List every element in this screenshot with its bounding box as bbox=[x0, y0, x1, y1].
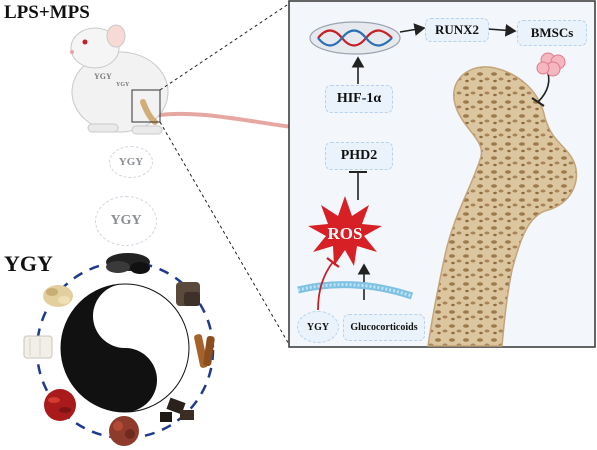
node-hif-1a: HIF-1α bbox=[325, 85, 393, 113]
mouse-eye bbox=[82, 39, 88, 45]
herb-red-dried-granules bbox=[109, 416, 139, 446]
herb-cinnamon-bark-sticks bbox=[194, 334, 215, 368]
dna-capsule bbox=[309, 21, 401, 55]
mouse-label-2: YGY bbox=[116, 82, 130, 88]
herb-dark-dried-blocks bbox=[160, 397, 194, 422]
mouse-body bbox=[71, 51, 169, 133]
arrow-dna-runx bbox=[399, 23, 426, 36]
arrow-runx-bmsc bbox=[487, 23, 517, 37]
group-title-lps-mps: LPS+MPS bbox=[4, 2, 90, 23]
node-phd2: PHD2 bbox=[325, 142, 393, 170]
mouse-nose bbox=[70, 50, 74, 54]
cell-membrane bbox=[297, 281, 414, 300]
mouse-illustration bbox=[70, 24, 343, 135]
node-bmscs: BMSCs bbox=[517, 20, 587, 46]
herb-goji-berries bbox=[44, 389, 76, 421]
node-ygy: YGY bbox=[297, 311, 339, 343]
node-ros: ROS bbox=[327, 224, 363, 243]
ros-burst bbox=[308, 196, 382, 266]
yin-yang bbox=[35, 260, 215, 440]
mouse-femur bbox=[140, 99, 158, 125]
ygy-circle-large: YGY bbox=[95, 196, 157, 246]
node-runx2: RUNX2 bbox=[425, 18, 489, 42]
node-glucocorticoids: Glucocorticoids bbox=[343, 314, 425, 341]
zoom-box bbox=[131, 89, 161, 123]
herb-white-root-slices bbox=[23, 335, 53, 359]
zoom-line-bottom bbox=[159, 121, 291, 347]
herb-brown-root-pieces bbox=[176, 282, 200, 306]
femur-bone bbox=[427, 66, 578, 347]
zoom-line-top bbox=[159, 2, 291, 91]
herb-dark-root-slices bbox=[106, 253, 150, 274]
inhibit-bar-bmsc bbox=[531, 97, 545, 107]
mouse-ear bbox=[106, 24, 126, 48]
inhibit-bar-ygy bbox=[326, 257, 340, 268]
group-title-ygy: YGY bbox=[4, 251, 53, 276]
ygy-circle-small: YGY bbox=[109, 146, 153, 178]
bmsc-cells bbox=[536, 52, 566, 77]
mouse-label-1: YGY bbox=[94, 72, 112, 81]
inhibit-ygy-ros bbox=[317, 261, 334, 311]
herb-light-root-slices bbox=[43, 285, 73, 307]
